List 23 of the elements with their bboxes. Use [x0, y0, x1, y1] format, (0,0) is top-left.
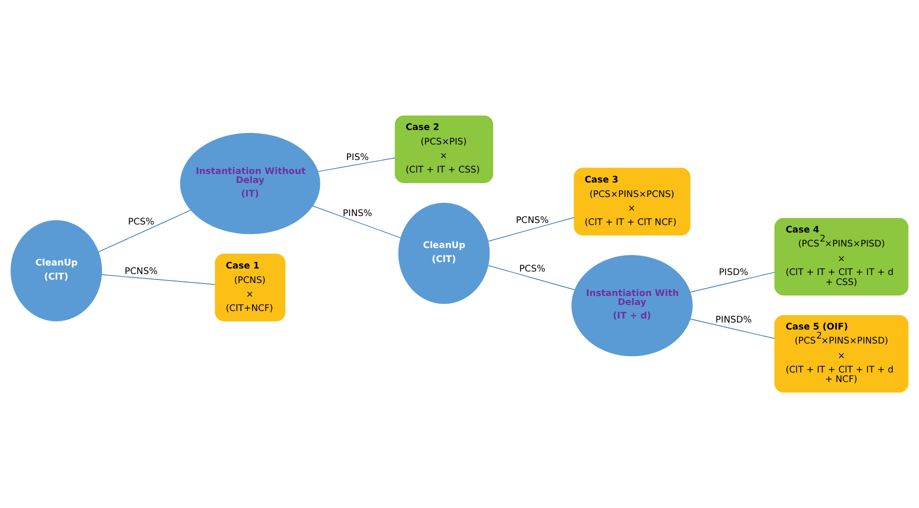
connector: [690, 272, 776, 292]
edge-label: PCS%: [128, 217, 154, 228]
edge-label: PISD%: [718, 268, 748, 278]
node-box: Case 2 (PCS×PIS) × (ClT + IT + CSS): [394, 115, 494, 184]
connector: [488, 265, 575, 290]
edge-label: PINS%: [342, 208, 372, 219]
node-circle: CleanUp (ClT): [398, 202, 490, 304]
node-box: Case 3 (PCS×PINS×PCNS) × (ClT + IT + ClT NCF): [574, 168, 690, 236]
connector: [488, 217, 574, 242]
connector: [318, 158, 396, 172]
node-box: Case 1 (PCNS) × (ClT+NCF): [214, 254, 286, 322]
edge-label: PCNS%: [124, 266, 158, 277]
edge-label: PCNS%: [516, 216, 549, 226]
connector: [101, 274, 216, 285]
connector: [312, 206, 401, 238]
node-circle: CleanUp (ClT): [10, 220, 102, 322]
node-ellipse: Instantiation With Delay (IT + d): [571, 255, 693, 356]
edge-label: PIS%: [346, 153, 369, 164]
connector: [98, 210, 192, 252]
node-ellipse: Instantiation Without Delay (IT): [180, 132, 320, 234]
edge-label: PCS%: [519, 264, 546, 275]
edge-label: PINSD%: [715, 316, 752, 326]
connector: [690, 318, 776, 339]
